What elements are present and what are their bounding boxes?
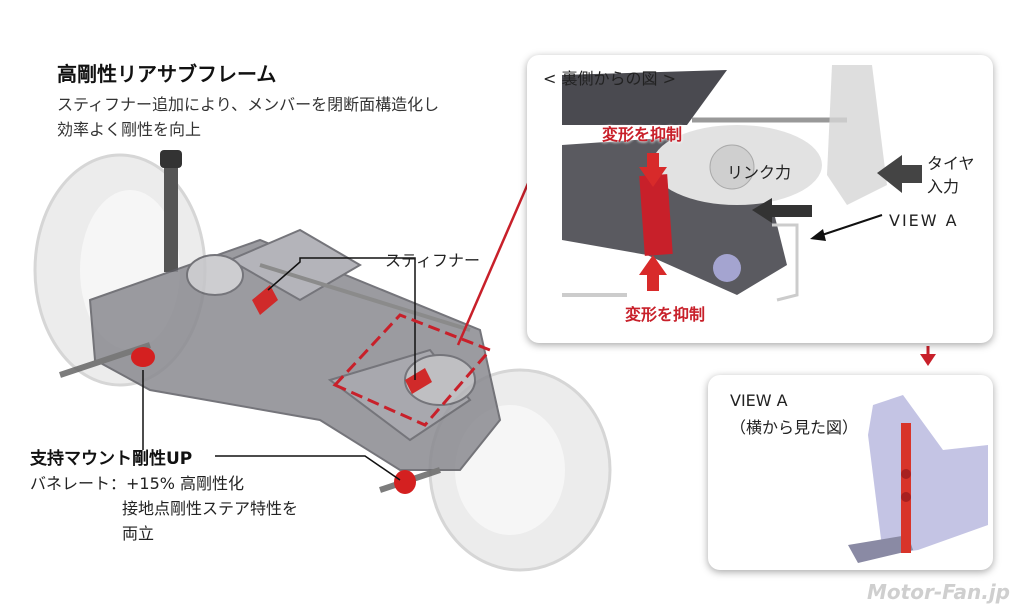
view-a-card-subtitle: （横から見た図）: [730, 418, 859, 437]
view-a-card: VIEW A （横から見た図）: [708, 375, 993, 570]
view-a-card-title: VIEW A: [730, 391, 788, 410]
detail-region-marker: [332, 313, 493, 427]
tire-input-arrow: [877, 155, 922, 193]
view-a-label: VIEW A: [889, 211, 959, 230]
view-a-arrowhead: [920, 354, 936, 366]
description-line-2: 効率よく剛性を向上: [57, 120, 202, 139]
tire-input-line-2: 入力: [927, 177, 960, 196]
callout-line: [456, 164, 538, 346]
subframe: [59, 228, 502, 493]
mount-line-3: 両立: [122, 524, 155, 543]
tire-input-line-1: タイヤ: [927, 154, 975, 173]
mount-line-1: バネレート：+15% 高剛性化: [30, 474, 245, 493]
link-force-arrow: [752, 198, 812, 223]
mount-title: 支持マウント剛性UP: [30, 449, 193, 469]
watermark-logo: Motor-Fan.jp: [867, 580, 1010, 604]
suppress-deformation-top: 変形を抑制: [602, 125, 683, 144]
leader-lines: [142, 257, 416, 481]
shock-absorber: [160, 150, 182, 272]
rear-view-card: < 裏側からの図 > 変形を抑制 変形を抑制 リンク力 タイヤ 入力 VIEW …: [527, 55, 993, 343]
description-line-1: スティフナー追加により、メンバーを閉断面構造化し: [57, 95, 440, 114]
stiffener-highlight: [252, 285, 432, 394]
suppress-deformation-bottom: 変形を抑制: [625, 305, 706, 324]
page-title: 高剛性リアサブフレーム: [57, 62, 277, 86]
rear-view-illustration: [562, 65, 922, 302]
view-a-illustration: [848, 395, 988, 563]
mount-highlight: [131, 347, 416, 494]
link-force-label: リンク力: [727, 163, 792, 182]
mount-line-2: 接地点剛性ステア特性を: [122, 499, 299, 518]
rear-view-title: < 裏側からの図 >: [543, 69, 676, 88]
stiffener-label: スティフナー: [385, 251, 481, 270]
view-a-pointer: [821, 214, 883, 236]
